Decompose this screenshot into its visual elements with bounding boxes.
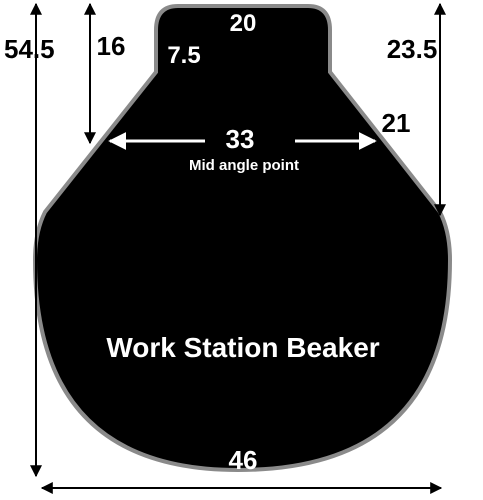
- shoulder-side-label: 21: [382, 108, 411, 138]
- total-height-label: 54.5: [4, 34, 55, 64]
- bottom-width-label: 46: [229, 445, 258, 475]
- top-width-label: 20: [230, 10, 257, 37]
- mid-width-label: 33: [226, 124, 255, 154]
- beaker-shape: [32, 3, 453, 473]
- mid-angle-point-label: Mid angle point: [189, 157, 299, 174]
- right-height-label: 23.5: [387, 34, 438, 64]
- neck-height-label: 16: [97, 31, 126, 61]
- diagram-title: Work Station Beaker: [106, 332, 379, 363]
- neck-offset-label: 7.5: [167, 42, 200, 69]
